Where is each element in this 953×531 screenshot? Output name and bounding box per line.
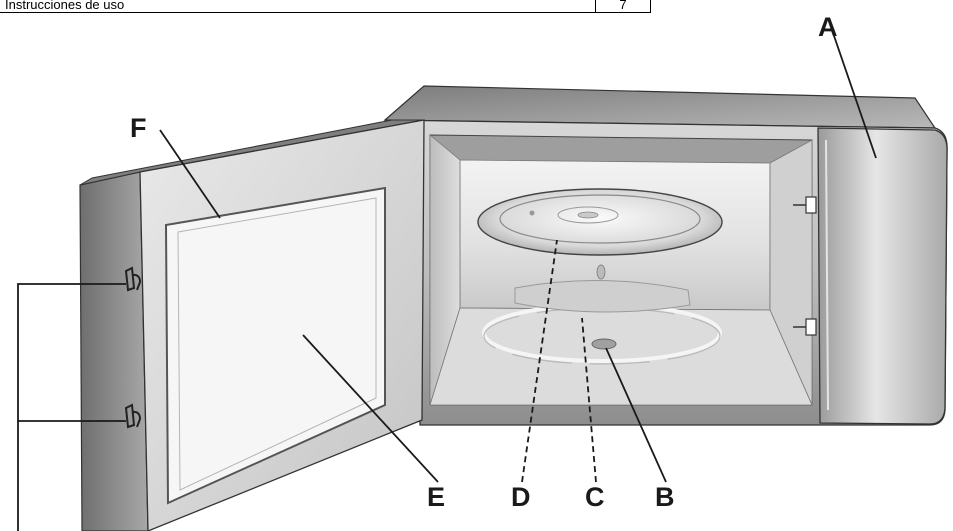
cavity-floor [429, 307, 813, 406]
page-number: 7 [619, 0, 627, 12]
plate-hub [596, 264, 606, 280]
leader-lines [17, 29, 877, 531]
leader-b [605, 347, 667, 483]
leader-c [581, 317, 597, 483]
control-panel [817, 127, 948, 425]
door-window [164, 186, 386, 505]
door-window-inner [177, 197, 377, 491]
header-table: Instrucciones de uso 7 [0, 0, 651, 13]
drive-shaft [591, 338, 617, 350]
panel-highlight [825, 139, 829, 411]
leader-d [521, 239, 558, 483]
glass-turntable [477, 188, 723, 256]
header-title: Instrucciones de uso [0, 0, 596, 12]
callout-f: F [130, 113, 147, 143]
callout-d: D [511, 482, 531, 512]
latch-slot-upper [793, 196, 817, 214]
leader-a [831, 29, 877, 159]
door-hook-upper [124, 266, 142, 292]
callout-c: C [585, 482, 605, 512]
roller-ring-shadow [483, 307, 721, 365]
oven-door [79, 119, 425, 531]
latch-slot-lower [793, 318, 817, 336]
leader-f [159, 129, 221, 219]
door-top-edge [79, 119, 425, 186]
door-hook-lower [124, 403, 142, 429]
callout-b: B [655, 482, 675, 512]
leader-hooks [17, 283, 126, 531]
leader-e [302, 334, 439, 483]
roller-support-ring [514, 280, 691, 313]
callout-e: E [427, 482, 445, 512]
door-edge [79, 171, 149, 531]
oven-cavity [429, 134, 813, 406]
callout-a: A [818, 12, 838, 42]
